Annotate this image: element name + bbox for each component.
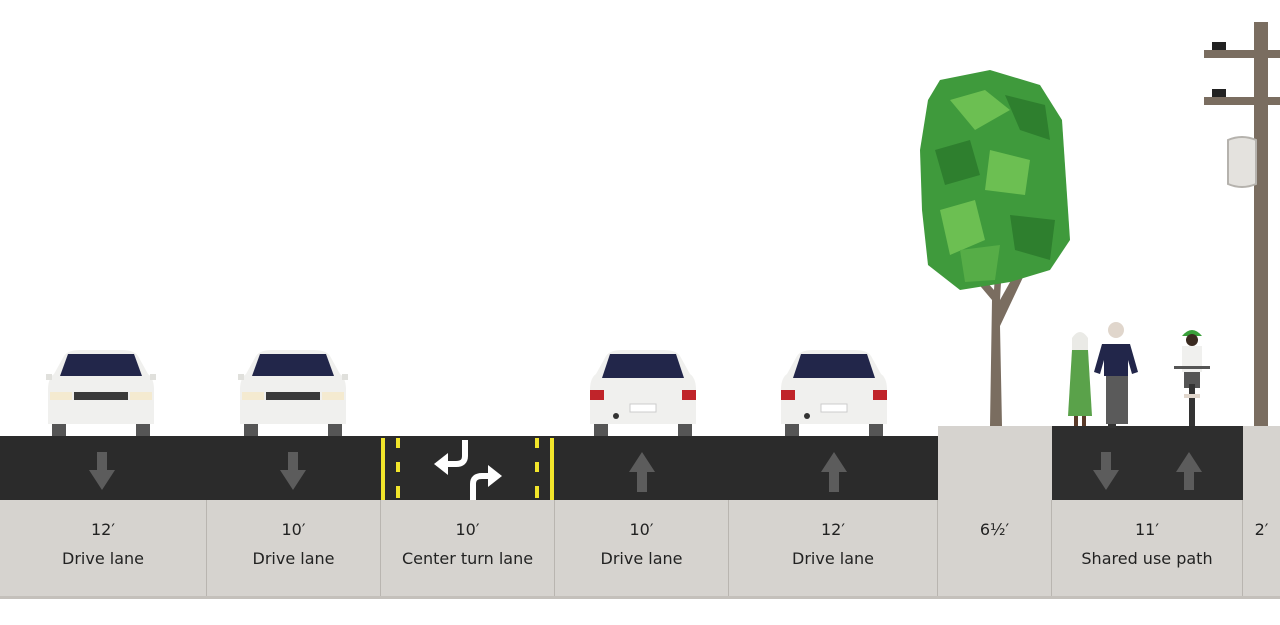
segment-width: 10′	[455, 520, 480, 539]
segment-width: 10′	[281, 520, 306, 539]
left-turn-arrow-head	[434, 453, 448, 475]
segment-drive-lane-3: 10′ Drive lane	[555, 500, 729, 596]
segment-drive-lane-4: 12′ Drive lane	[729, 500, 938, 596]
segment-buffer: 6½′	[938, 500, 1052, 596]
segment-width: 12′	[91, 520, 115, 539]
right-turn-arrow-icon	[470, 473, 490, 500]
segment-edge: 2′	[1243, 500, 1280, 596]
car-front-view	[46, 350, 156, 436]
down-arrow-icon	[89, 452, 115, 490]
segment-name: Drive lane	[252, 549, 335, 568]
segment-width: 2′	[1254, 520, 1269, 539]
buffer-strip	[938, 426, 1052, 500]
segment-name: Center turn lane	[401, 549, 534, 568]
up-arrow-icon	[1176, 452, 1202, 490]
segment-name: Shared use path	[1081, 549, 1213, 568]
pedestrian	[1094, 322, 1138, 428]
right-turn-arrow-head	[488, 465, 502, 487]
edge-strip	[1243, 426, 1280, 500]
car-rear-view	[781, 350, 887, 436]
segment-name: Drive lane	[792, 549, 874, 568]
tree	[920, 70, 1070, 426]
segment-shared-use-path: 11′ Shared use path	[1052, 500, 1243, 596]
shared-use-path-surface	[1052, 426, 1243, 500]
segment-width: 6½′	[979, 520, 1010, 539]
utility-pole	[1204, 22, 1280, 426]
segment-width: 11′	[1135, 520, 1159, 539]
car-rear-view	[590, 350, 696, 436]
segment-labels: 12′ Drive lane 10′ Drive lane 10′ Center…	[0, 500, 1280, 596]
cyclist	[1174, 330, 1210, 426]
up-arrow-icon	[629, 452, 655, 492]
segment-width: 10′	[629, 520, 654, 539]
segment-width: 12′	[821, 520, 845, 539]
down-arrow-icon	[280, 452, 306, 490]
left-turn-arrow-icon	[446, 440, 468, 467]
segment-center-turn-lane: 10′ Center turn lane	[381, 500, 555, 596]
segment-drive-lane-2: 10′ Drive lane	[207, 500, 381, 596]
segment-drive-lane-1: 12′ Drive lane	[0, 500, 207, 596]
up-arrow-icon	[821, 452, 847, 492]
pedestrian	[1068, 332, 1092, 426]
segment-name: Drive lane	[600, 549, 683, 568]
car-front-view	[238, 350, 348, 436]
segment-name: Drive lane	[62, 549, 144, 568]
center-lane-markings	[381, 438, 554, 500]
baseline-shadow	[0, 596, 1280, 599]
roadway	[0, 436, 938, 500]
down-arrow-icon	[1093, 452, 1119, 490]
